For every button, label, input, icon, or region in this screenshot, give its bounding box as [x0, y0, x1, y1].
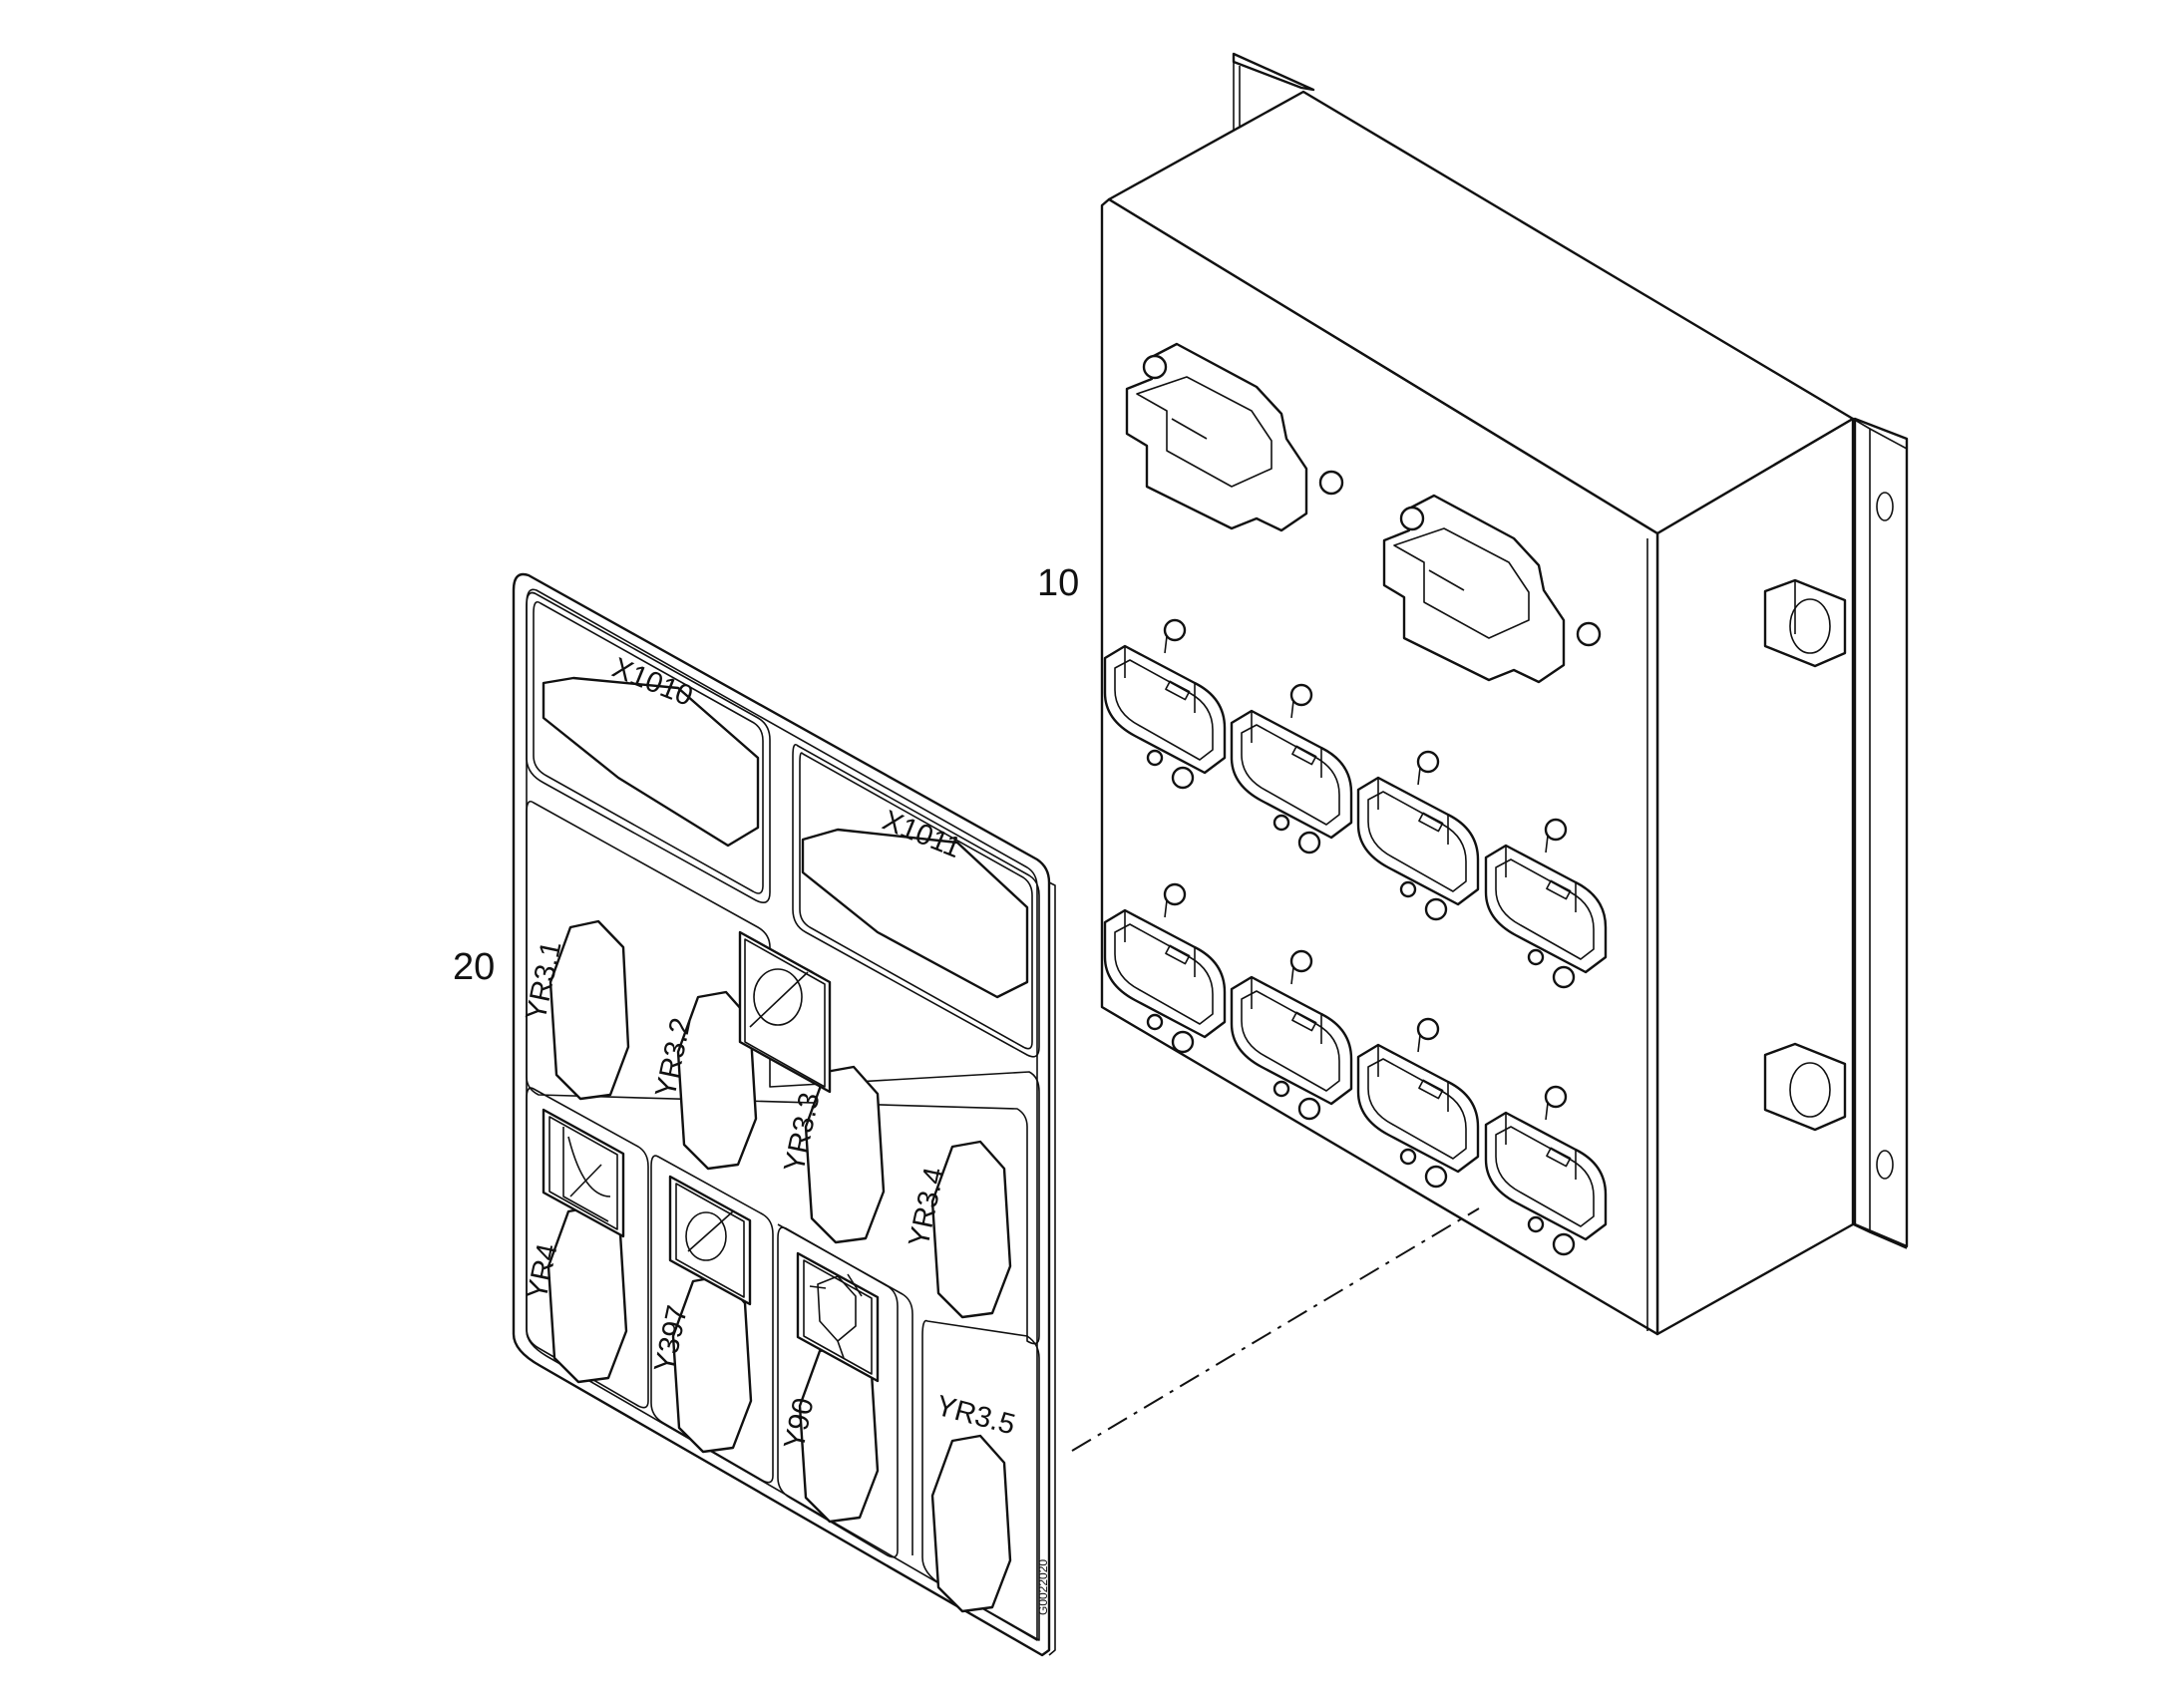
- hydraulic-diagram-icon: [796, 1251, 880, 1383]
- hex-nut-icon: [1763, 1042, 1847, 1132]
- large-connector-x1011: [1382, 494, 1602, 684]
- rear-flange: [1232, 52, 1315, 92]
- x1011-zone: [792, 743, 1040, 1058]
- small-connector: [1230, 683, 1353, 854]
- x1011-cutout: [801, 828, 1029, 999]
- flange-hole-top: [1876, 492, 1894, 521]
- hex-nut-icon: [1763, 578, 1847, 668]
- small-connector: [1356, 750, 1480, 921]
- yr3-2-cutout: [676, 990, 758, 1171]
- callout-housing: 10: [1037, 562, 1079, 604]
- small-connector: [1356, 1017, 1480, 1189]
- x1010-zone: [526, 591, 771, 903]
- mounting-flange-right: [1853, 417, 1909, 1248]
- valve-symbol-icon: [738, 930, 832, 1094]
- yr3-4-cutout: [930, 1140, 1012, 1319]
- yr3-1-cutout: [548, 919, 630, 1101]
- yr3-5-zone: [921, 1319, 1040, 1641]
- x1010-cutout: [542, 676, 760, 848]
- flange-hole-bottom: [1876, 1150, 1894, 1180]
- callout-label-plate: 20: [453, 946, 495, 988]
- small-connector: [1103, 618, 1227, 790]
- pressure-curve-icon: [542, 1108, 625, 1238]
- y90-zone: [777, 1226, 899, 1558]
- y397-cutout: [671, 1274, 753, 1454]
- label-plate: X1010 X1011 YR3.1 YR3.2 YR3.3 YR3.4 YR3.…: [512, 572, 1056, 1657]
- small-connector: [1103, 882, 1227, 1054]
- y397-zone: [650, 1155, 774, 1484]
- electrical-box-housing: [1100, 52, 1909, 1336]
- large-connector-x1010: [1125, 342, 1344, 532]
- yr4-zone: [526, 1087, 649, 1409]
- small-connector: [1484, 1085, 1608, 1256]
- small-connector: [1230, 949, 1353, 1121]
- drawing-code: G0022020: [1036, 1559, 1050, 1615]
- yr3-5-cutout: [930, 1434, 1012, 1613]
- small-connectors-group: [1103, 618, 1608, 1256]
- housing-side-face: [1655, 417, 1855, 1336]
- y90-outer-zone: [777, 1223, 913, 1555]
- small-connector: [1484, 818, 1608, 989]
- rotation-symbol-icon: [668, 1175, 752, 1306]
- assembly-leader-line: [1071, 1207, 1480, 1452]
- yr3-3-cutout: [804, 1065, 886, 1244]
